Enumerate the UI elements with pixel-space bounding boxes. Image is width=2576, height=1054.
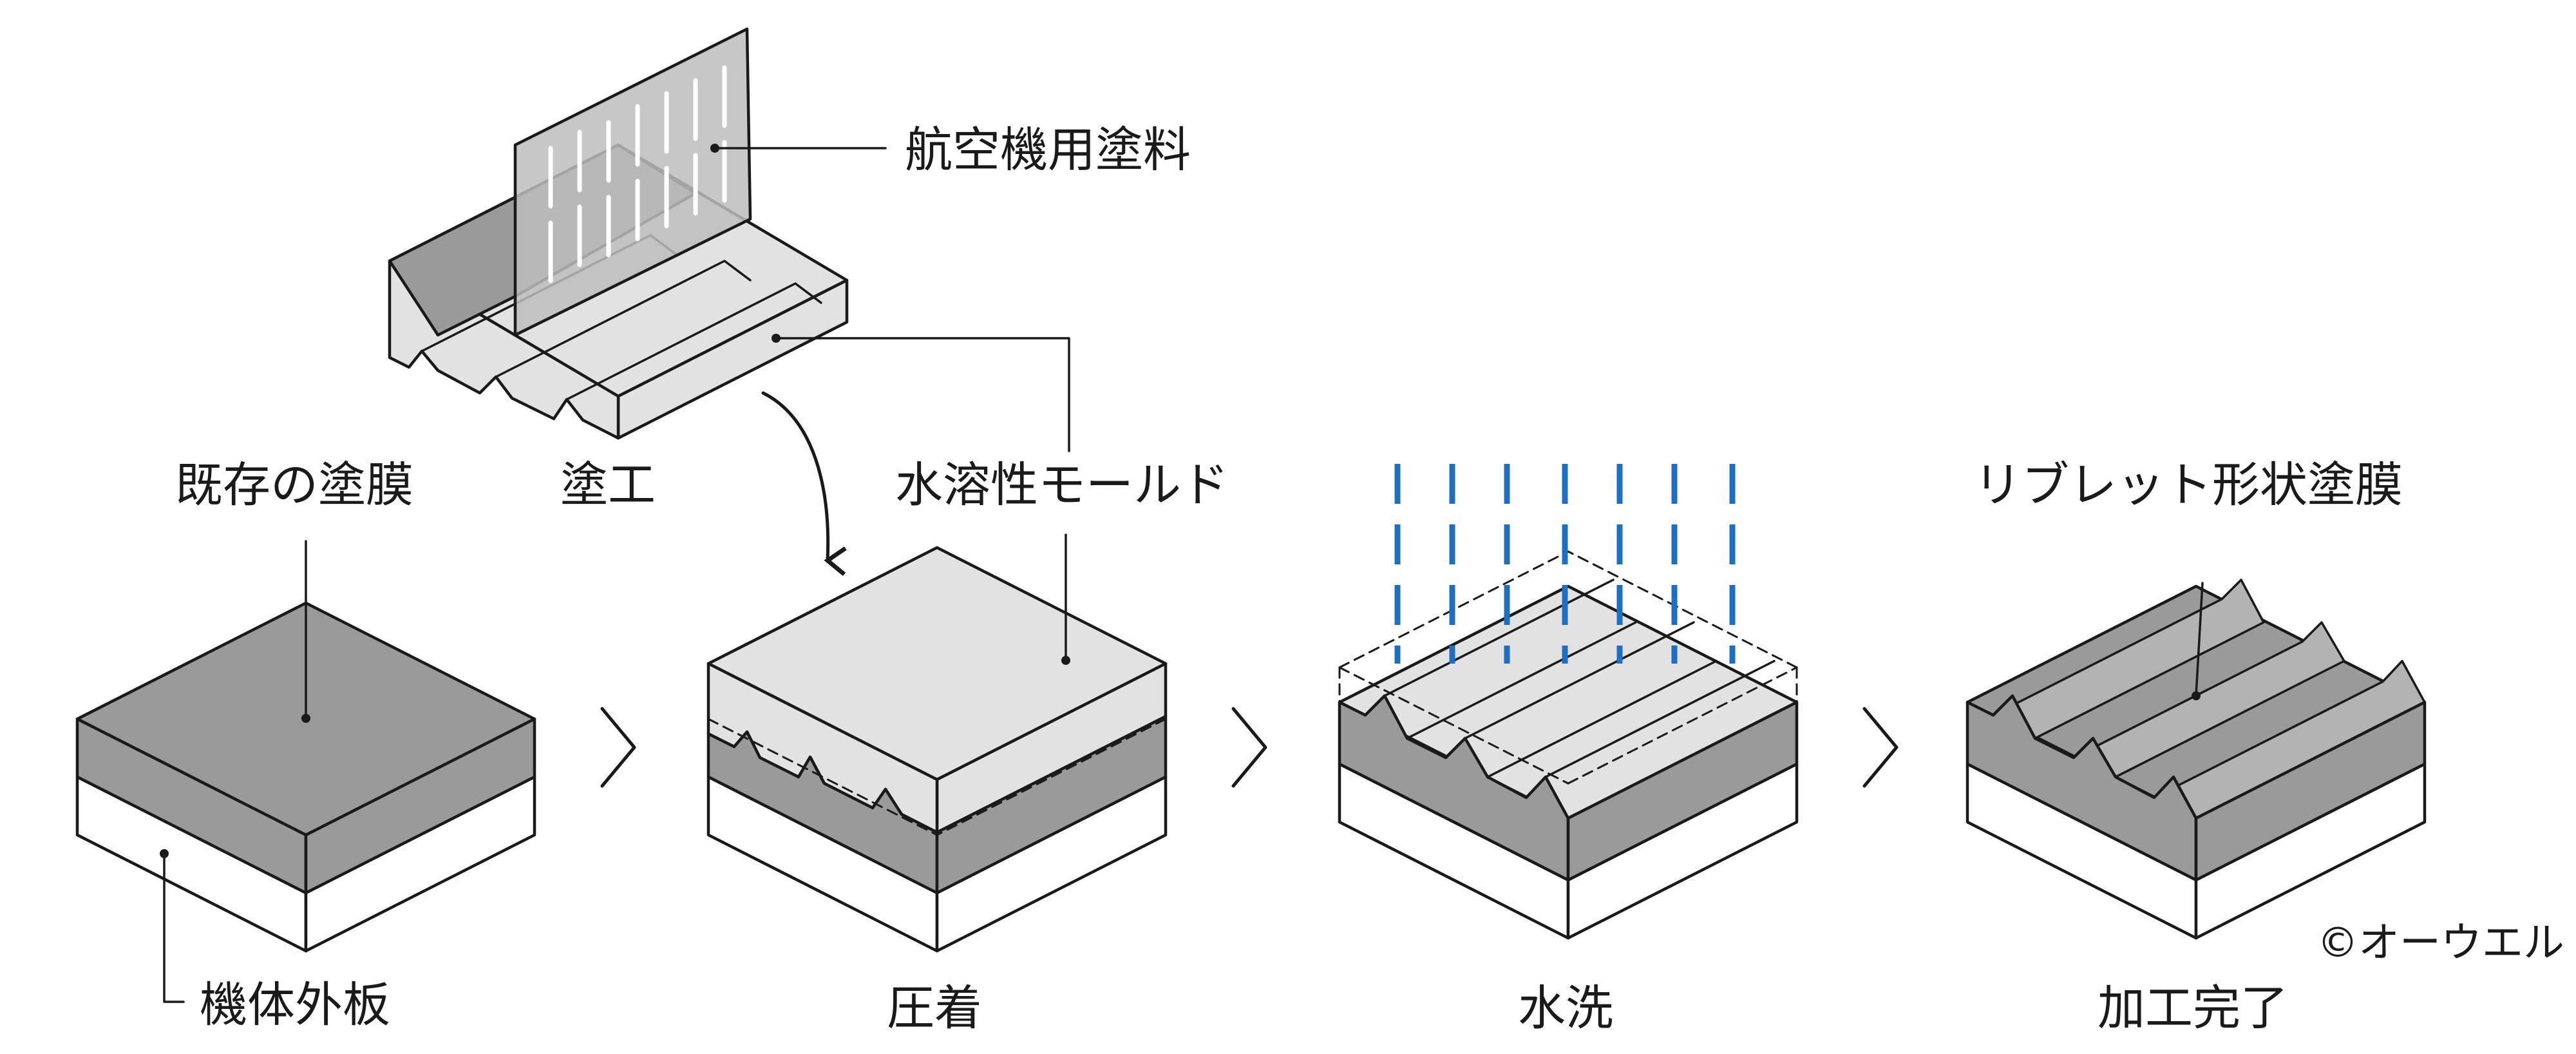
- block-complete: [1965, 579, 2427, 940]
- dissolving-mold-outline: [1338, 550, 1798, 785]
- copyright-notice: ©オーウエル: [2317, 919, 2564, 967]
- label-riblet-film: リブレット形状塗膜: [1974, 457, 2403, 513]
- skin-right-face: [304, 775, 536, 953]
- block-water-wash: [1338, 464, 1799, 940]
- step-chevron-2: [1231, 707, 1267, 788]
- leader-dots: [160, 144, 2201, 858]
- leader-lines: [163, 147, 2204, 1003]
- paint-sheet: [513, 27, 752, 337]
- label-coating: 塗工: [560, 457, 656, 513]
- block-pressing: [706, 546, 1168, 953]
- label-fuselage-skin: 機体外板: [200, 977, 390, 1033]
- pressed-skin-right-face: [935, 775, 1168, 953]
- label-complete: 加工完了: [2098, 981, 2288, 1036]
- wash-ridge-lines: [1383, 579, 1776, 778]
- paint-stream-lines: [548, 65, 727, 299]
- wash-skin-right-face: [1566, 762, 1799, 940]
- step-chevron-1: [600, 707, 636, 788]
- step-chevron-3: [1862, 707, 1899, 788]
- label-aircraft-paint: 航空機用塗料: [905, 122, 1191, 178]
- label-existing-film: 既存の塗膜: [175, 457, 413, 513]
- coating-inset: [388, 27, 849, 440]
- film-boundary-dashed: [707, 718, 1167, 836]
- label-water-soluble-mold: 水溶性モールド: [895, 457, 1229, 513]
- water-stream: [1394, 464, 1736, 664]
- label-pressing: 圧着: [887, 981, 982, 1036]
- label-water-wash: 水洗: [1518, 981, 1613, 1036]
- complete-skin-right-face: [2194, 762, 2427, 940]
- coating-to-pressing-arrow: [761, 391, 828, 561]
